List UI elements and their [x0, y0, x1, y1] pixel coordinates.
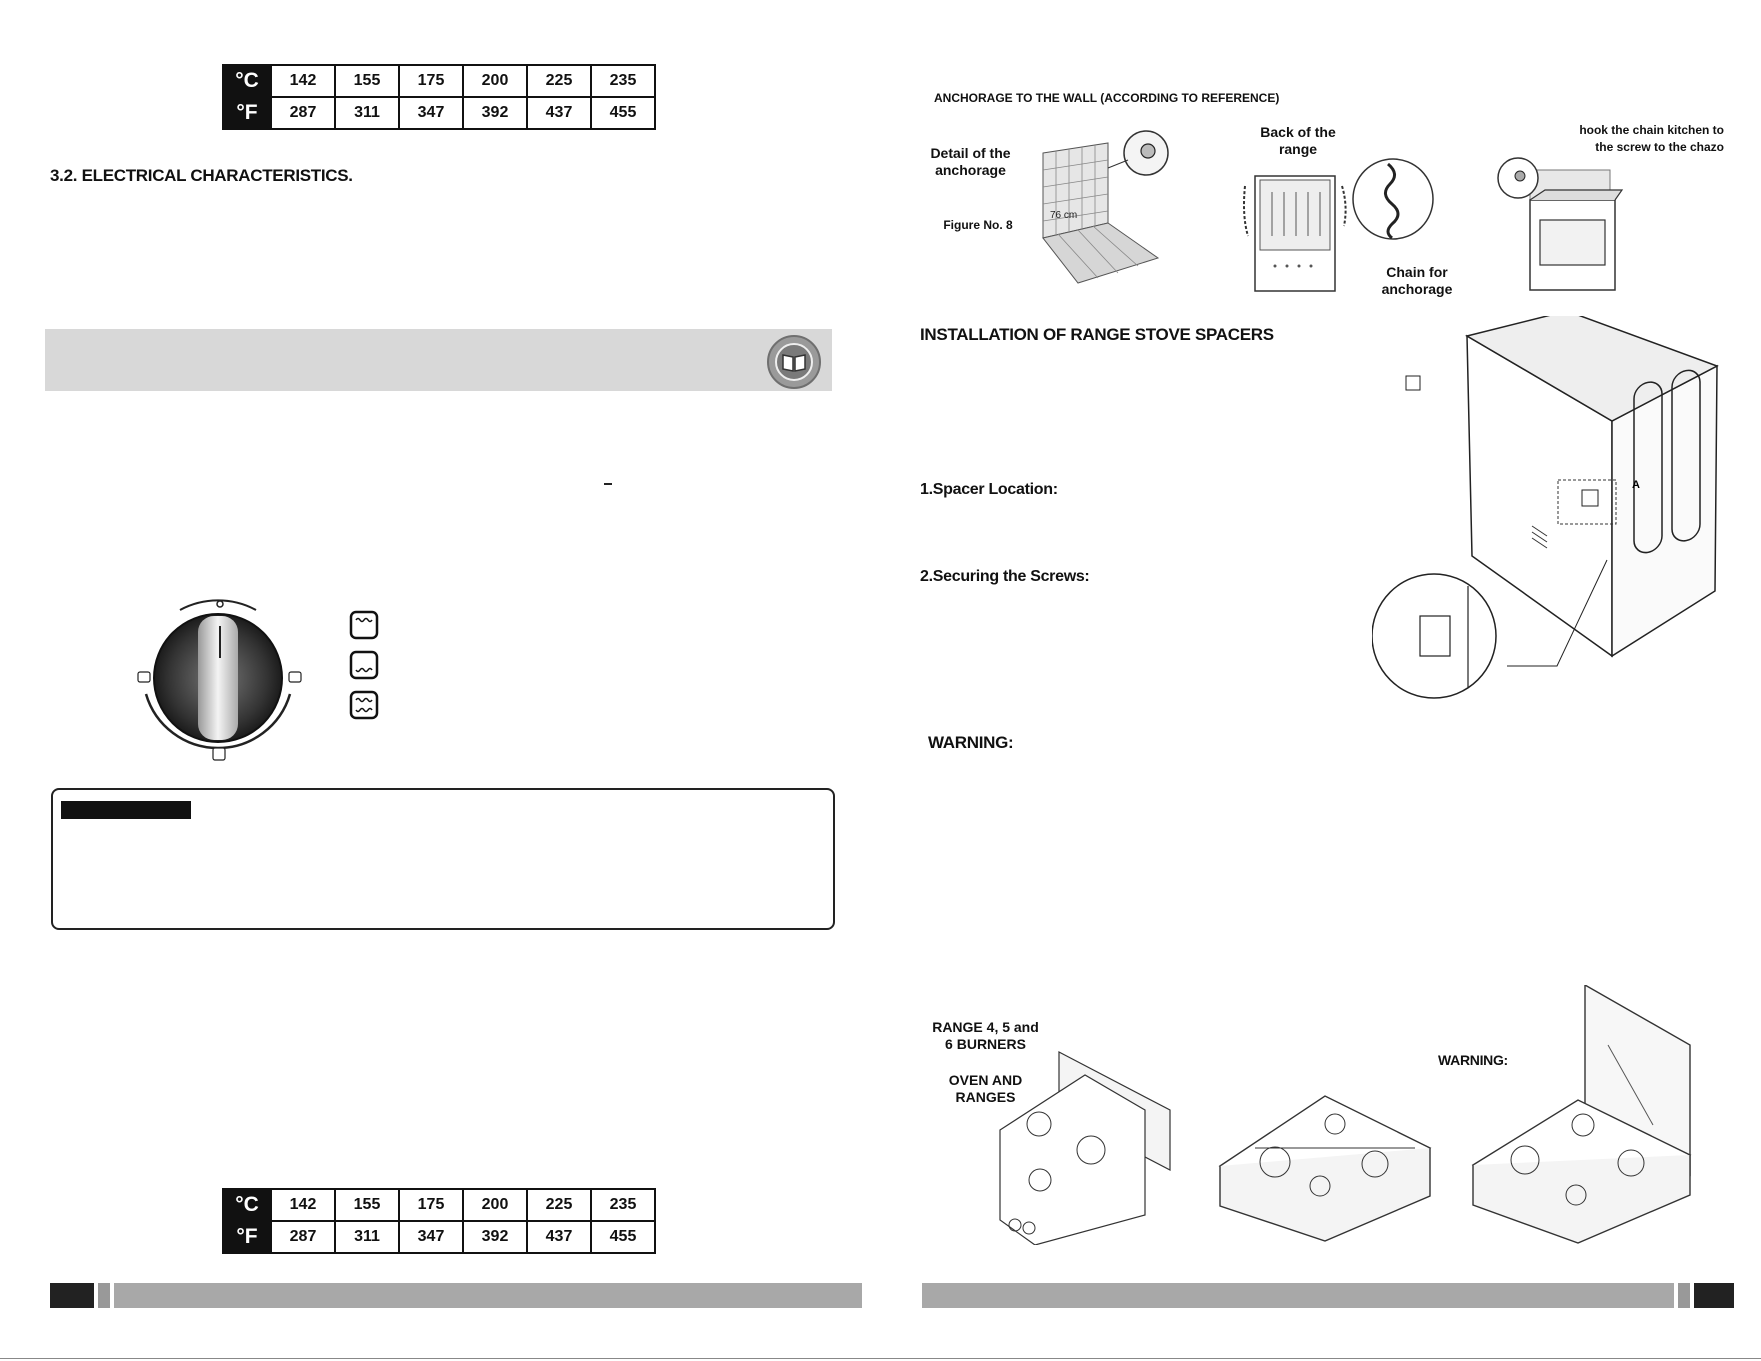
table-cell: 225 [526, 64, 592, 98]
measure-label: 76 cm [1050, 210, 1077, 221]
hook-caption: hook the chain kitchen to the screw to t… [1579, 123, 1724, 154]
cooktop-glass-lid-illustration [1218, 1095, 1432, 1242]
table-cell: 235 [590, 1188, 656, 1222]
figure-caption: Figure No. 8 [943, 218, 1013, 232]
table-cell: 347 [398, 1220, 464, 1254]
table-cell: 437 [526, 1220, 592, 1254]
table-cell: 455 [590, 96, 656, 130]
range-burners-caption: RANGE 4, 5 and 6 BURNERS [932, 1019, 1039, 1052]
table-cell: 142 [270, 64, 336, 98]
spacer-location-step: 1.Spacer Location: [920, 481, 1058, 498]
fahrenheit-label: °F [222, 96, 272, 130]
table-row: °C 142 155 175 200 225 235 [222, 1188, 656, 1222]
wall-anchor-illustration: 76 cm [1042, 130, 1169, 284]
chain-detail-illustration [1352, 158, 1434, 240]
range-wall-illustration [1497, 157, 1624, 291]
table-cell: 392 [462, 96, 528, 130]
securing-screws-step: 2.Securing the Screws: [920, 568, 1090, 585]
warning-box [51, 788, 835, 930]
manual-book-icon [767, 335, 821, 389]
celsius-label: °C [222, 1188, 272, 1222]
cooktop-raised-lid-illustration [1471, 985, 1692, 1244]
temperature-table-bottom: °C 142 155 175 200 225 235 °F 287 311 34… [222, 1188, 656, 1254]
arrow-label: A [1632, 479, 1640, 491]
table-cell: 155 [334, 64, 400, 98]
table-row: °F 287 311 347 392 437 455 [222, 1220, 656, 1254]
dash-mark [604, 483, 612, 485]
section-band [45, 329, 832, 391]
oven-ranges-caption: OVEN AND RANGES [948, 1072, 1023, 1105]
spacers-heading: INSTALLATION OF RANGE STOVE SPACERS [920, 325, 1274, 344]
table-cell: 235 [590, 64, 656, 98]
footer-bar-right [922, 1283, 1734, 1308]
chain-caption: Chain for anchorage [1381, 264, 1453, 297]
cooktop-backguard-illustration [999, 1051, 1171, 1245]
table-cell: 347 [398, 96, 464, 130]
table-cell: 437 [526, 96, 592, 130]
table-cell: 287 [270, 96, 336, 130]
electrical-heading: 3.2. ELECTRICAL CHARACTERISTICS. [50, 166, 353, 185]
table-cell: 287 [270, 1220, 336, 1254]
fahrenheit-label: °F [222, 1220, 272, 1254]
table-cell: 200 [462, 64, 528, 98]
table-cell: 225 [526, 1188, 592, 1222]
celsius-label: °C [222, 64, 272, 98]
page-bottom-line [0, 1358, 1761, 1359]
range-back-illustration [1243, 175, 1347, 292]
warning-heading-2: WARNING: [1438, 1052, 1508, 1068]
table-cell: 311 [334, 96, 400, 130]
top-heat-icon [349, 610, 379, 640]
warning-heading-1: WARNING: [928, 733, 1014, 752]
warning-label-bar [61, 801, 191, 819]
table-cell: 392 [462, 1220, 528, 1254]
anchorage-heading: ANCHORAGE TO THE WALL (ACCORDING TO REFE… [934, 91, 1280, 105]
table-cell: 175 [398, 1188, 464, 1222]
range-spacers-illustration: A [1372, 316, 1719, 699]
oven-knob-diagram [137, 599, 302, 761]
top-bottom-heat-icon [349, 690, 379, 720]
table-cell: 455 [590, 1220, 656, 1254]
detail-caption: Detail of the anchorage [930, 145, 1011, 178]
footer-bar-left [50, 1283, 862, 1308]
table-cell: 175 [398, 64, 464, 98]
bottom-heat-icon [349, 650, 379, 680]
table-cell: 200 [462, 1188, 528, 1222]
table-cell: 311 [334, 1220, 400, 1254]
table-row: °F 287 311 347 392 437 455 [222, 96, 656, 130]
table-cell: 155 [334, 1188, 400, 1222]
temperature-table-top: °C 142 155 175 200 225 235 °F 287 311 34… [222, 64, 656, 130]
table-cell: 142 [270, 1188, 336, 1222]
back-caption: Back of the range [1260, 124, 1336, 157]
table-row: °C 142 155 175 200 225 235 [222, 64, 656, 98]
